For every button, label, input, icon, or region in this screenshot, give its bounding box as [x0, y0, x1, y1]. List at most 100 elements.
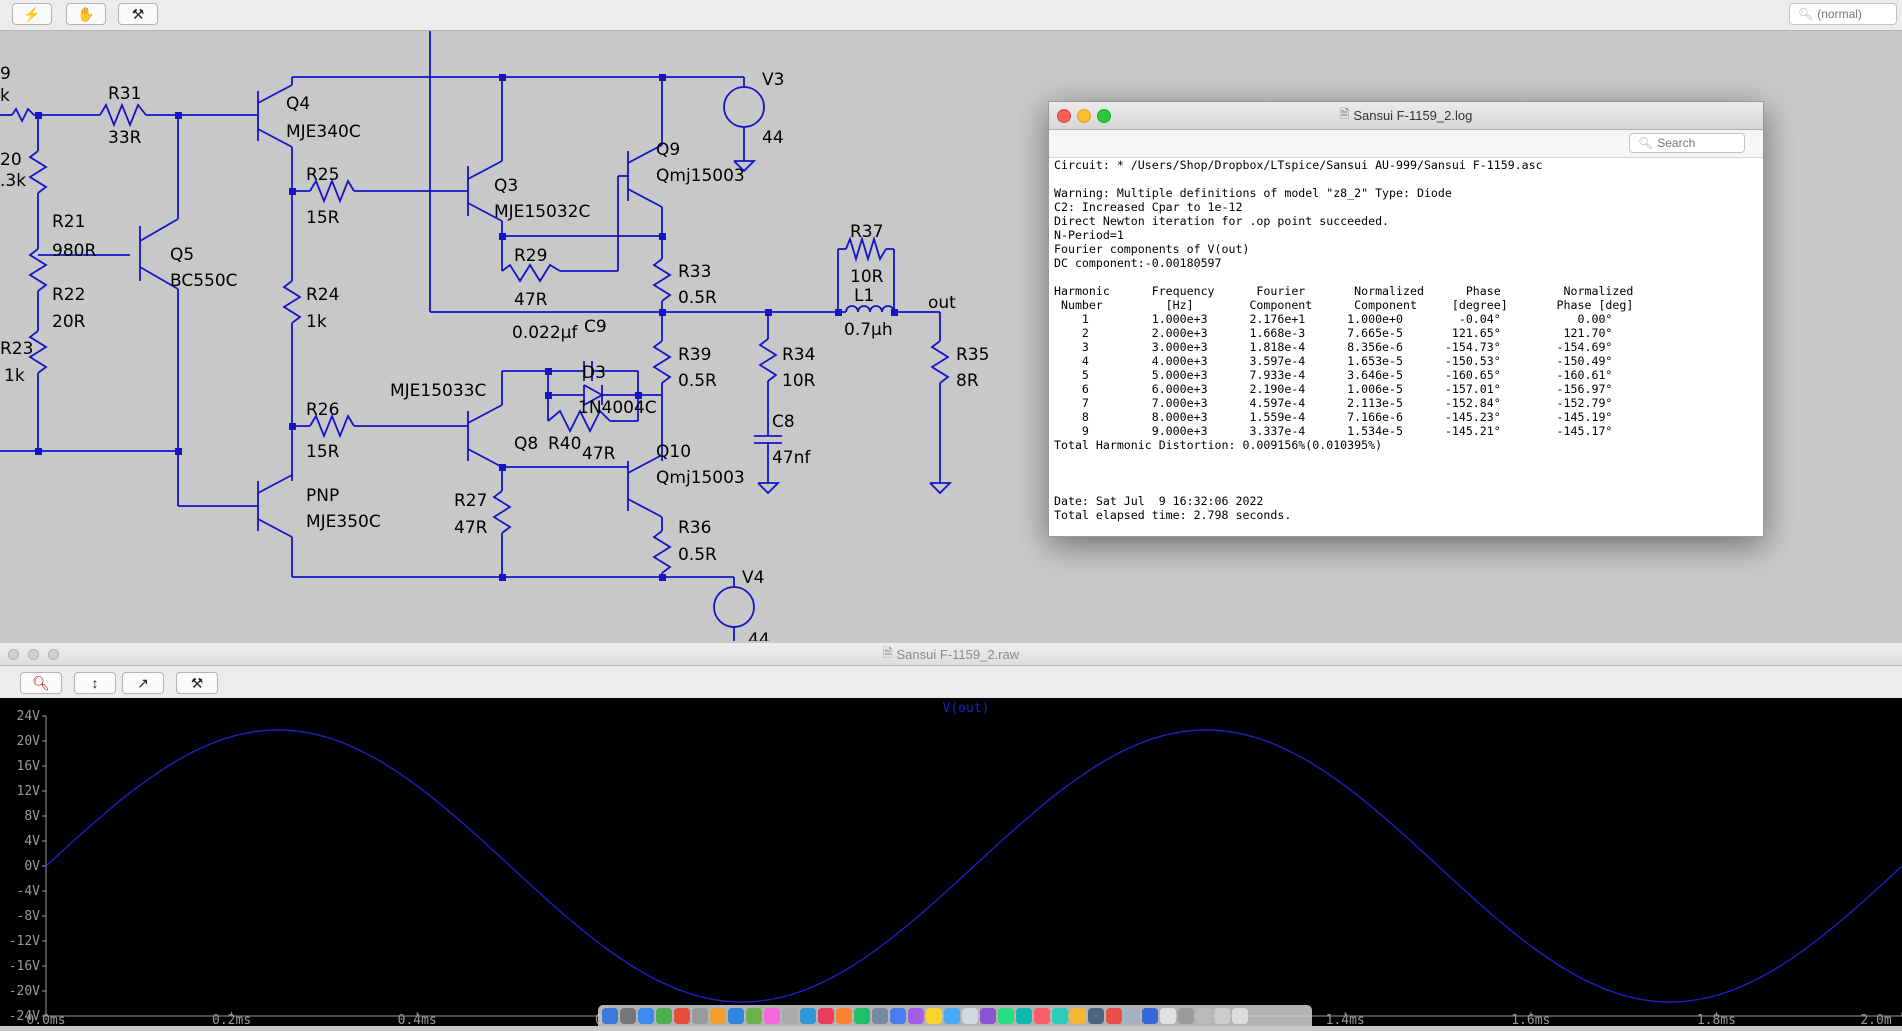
label: 10R [782, 371, 816, 391]
label: 0.5R [678, 371, 717, 391]
search-icon: 🔍︎ [1798, 7, 1814, 21]
dock-app-icon[interactable] [656, 1007, 672, 1024]
dock-app-icon[interactable] [1232, 1007, 1248, 1024]
dock-app-icon[interactable] [1088, 1007, 1104, 1024]
dock-app-icon[interactable] [1196, 1007, 1212, 1024]
dock-app-icon[interactable] [998, 1007, 1014, 1024]
tools-button[interactable]: ⚒ [118, 3, 158, 25]
log-line: Number [Hz] Component Component [degree]… [1054, 298, 1634, 312]
log-line [1054, 270, 1763, 284]
cursor-icon: ↗ [137, 674, 149, 691]
label: D3 [582, 363, 606, 383]
dock-app-icon[interactable] [782, 1007, 798, 1024]
dock-app-icon[interactable] [710, 1007, 726, 1024]
close-window-button[interactable] [1057, 109, 1071, 123]
dock-app-icon[interactable] [1016, 1007, 1032, 1024]
label: Q5 [170, 245, 194, 265]
dock-app-icon[interactable] [1160, 1007, 1176, 1024]
dock-app-icon[interactable] [1178, 1007, 1194, 1024]
log-line: 6 6.000e+3 2.190e-4 1.006e-5 -157.01° -1… [1054, 382, 1613, 396]
dock-app-icon[interactable] [890, 1007, 906, 1024]
label: R26 [306, 400, 339, 420]
dock-app-icon[interactable] [728, 1007, 744, 1024]
waveform-window[interactable]: 🗎︎ Sansui F-1159_2.raw 🔍︎ ↕ ↗ ⚒ V(out) 2… [0, 643, 1902, 1028]
label: Qmj15003 [656, 468, 745, 488]
dock-app-icon[interactable] [764, 1007, 780, 1024]
zoom-window-button[interactable] [1097, 109, 1111, 123]
hammer-icon: ⚒ [131, 5, 145, 22]
dock-app-icon[interactable] [800, 1007, 816, 1024]
label: 0.022µf [512, 323, 578, 343]
label: 33R [108, 128, 142, 148]
label: Qmj15003 [656, 166, 745, 186]
dock-app-icon[interactable] [818, 1007, 834, 1024]
dock-app-icon[interactable] [926, 1007, 942, 1024]
dock-app-icon[interactable] [1070, 1007, 1086, 1024]
y-tick-label: -16V [9, 959, 40, 974]
log-window[interactable]: 🗎︎ Sansui F-1159_2.log 🔍︎ Circuit: * /Us… [1048, 101, 1764, 537]
run-button[interactable]: ⚡ [12, 3, 52, 25]
zoom-button[interactable]: 🔍︎ [20, 672, 62, 694]
dock-app-icon[interactable] [746, 1007, 762, 1024]
netlist-search-input[interactable] [1813, 6, 1896, 22]
minimize-window-button[interactable] [28, 649, 39, 660]
waveform-window-titlebar[interactable]: 🗎︎ Sansui F-1159_2.raw [0, 643, 1902, 666]
x-tick-label: 0.2ms [212, 1013, 251, 1026]
tools-button[interactable]: ⚒ [176, 672, 218, 694]
dock-app-icon[interactable] [674, 1007, 690, 1024]
dock-app-icon[interactable] [1124, 1007, 1140, 1024]
log-line: C2: Increased Cpar to 1e-12 [1054, 200, 1243, 214]
dock-app-icon[interactable] [944, 1007, 960, 1024]
dock-app-icon[interactable] [1142, 1007, 1158, 1024]
y-tick-label: 16V [17, 759, 41, 774]
y-tick-label: 12V [17, 784, 41, 799]
label: 0.5R [678, 545, 717, 565]
label: R25 [306, 165, 339, 185]
zoom-window-button[interactable] [48, 649, 59, 660]
label: .3k [0, 171, 26, 191]
netlist-search-box[interactable]: 🔍︎ [1789, 3, 1897, 25]
dock [598, 1005, 1312, 1026]
autorange-button[interactable]: ↕ [74, 672, 116, 694]
log-window-titlebar[interactable]: 🗎︎ Sansui F-1159_2.log [1049, 102, 1763, 130]
log-search-input[interactable] [1653, 135, 1744, 151]
label: R34 [782, 345, 815, 365]
dock-app-icon[interactable] [1034, 1007, 1050, 1024]
close-window-button[interactable] [8, 649, 19, 660]
schematic-drawing: 9 k R31 33R Q4 MJE340C 20 .3k R25 15R Q3… [0, 31, 989, 650]
dock-app-icon[interactable] [638, 1007, 654, 1024]
x-tick-label: 1.8ms [1697, 1013, 1736, 1026]
label: 0.5R [678, 288, 717, 308]
log-text[interactable]: Circuit: * /Users/Shop/Dropbox/LTspice/S… [1049, 158, 1763, 536]
dock-app-icon[interactable] [1214, 1007, 1230, 1024]
minimize-window-button[interactable] [1077, 109, 1091, 123]
log-line: Direct Newton iteration for .op point su… [1054, 214, 1390, 228]
log-line: Date: Sat Jul 9 16:32:06 2022 [1054, 494, 1264, 508]
log-line: Warning: Multiple definitions of model "… [1054, 186, 1452, 200]
label: MJE15032C [494, 202, 590, 222]
dock-app-icon[interactable] [602, 1007, 618, 1024]
label: R37 [850, 222, 883, 242]
series-line-vout [45, 729, 1902, 1003]
cursor-button[interactable]: ↗ [122, 672, 164, 694]
y-tick-label: 8V [24, 809, 40, 824]
label: R36 [678, 518, 711, 538]
dock-app-icon[interactable] [908, 1007, 924, 1024]
schematic-junctions [35, 74, 898, 581]
dock-app-icon[interactable] [962, 1007, 978, 1024]
label: 15R [306, 208, 340, 228]
dock-app-icon[interactable] [836, 1007, 852, 1024]
dock-app-icon[interactable] [980, 1007, 996, 1024]
dock-app-icon[interactable] [1106, 1007, 1122, 1024]
log-search-box[interactable]: 🔍︎ [1629, 133, 1745, 153]
dock-app-icon[interactable] [692, 1007, 708, 1024]
dock-app-icon[interactable] [854, 1007, 870, 1024]
dock-app-icon[interactable] [1052, 1007, 1068, 1024]
log-line: 1 1.000e+3 2.176e+1 1.000e+0 -0.04° 0.00… [1054, 312, 1613, 326]
dock-app-icon[interactable] [872, 1007, 888, 1024]
label: R21 [52, 212, 85, 232]
log-line: Circuit: * /Users/Shop/Dropbox/LTspice/S… [1054, 158, 1543, 172]
dock-app-icon[interactable] [620, 1007, 636, 1024]
pan-button[interactable]: ✋ [66, 3, 106, 25]
